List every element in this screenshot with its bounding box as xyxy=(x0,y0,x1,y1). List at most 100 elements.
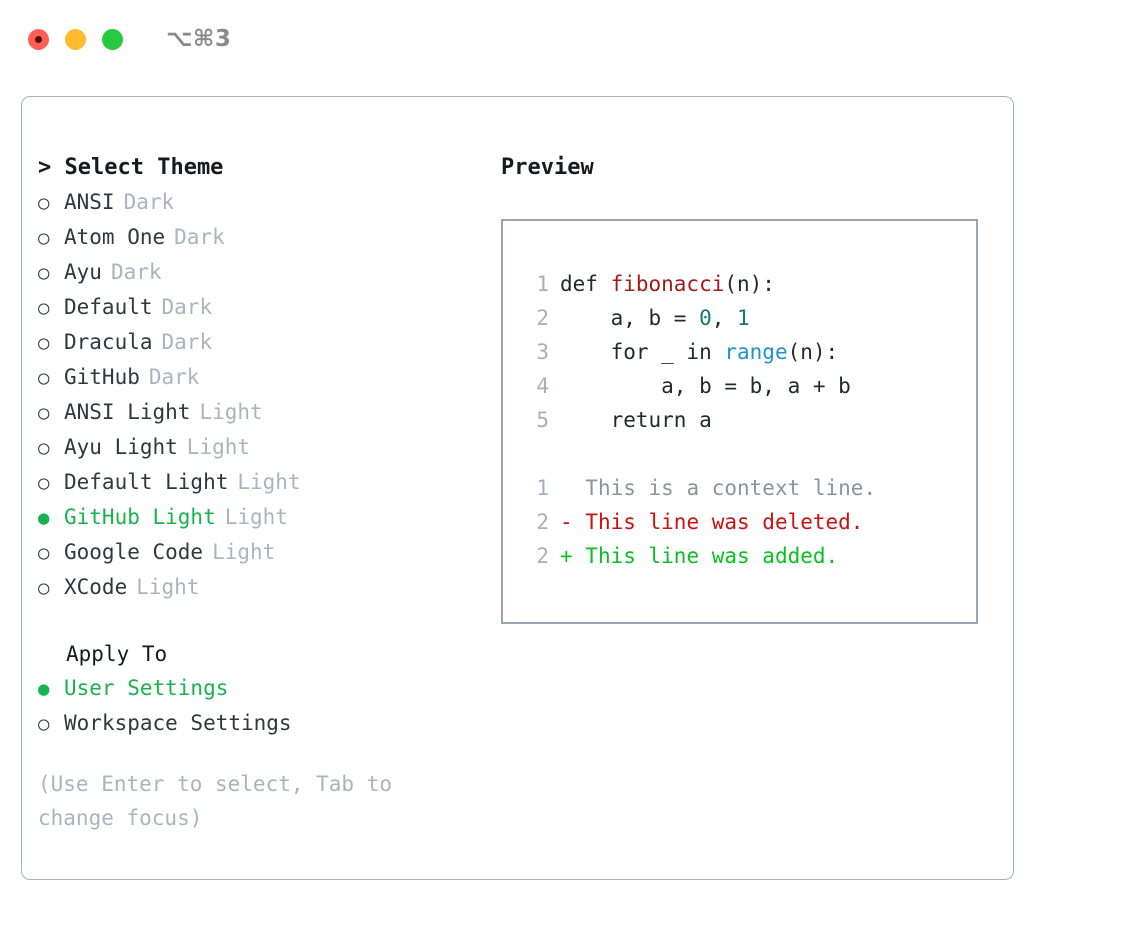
diff-line-del: 2- This line was deleted. xyxy=(525,505,976,539)
code-token-plain: (n): xyxy=(724,272,775,296)
theme-option-ansi[interactable]: ○ ANSI Dark xyxy=(38,185,468,220)
diff-sign: - xyxy=(560,510,573,534)
code-token-num: 1 xyxy=(737,306,750,330)
theme-variant-badge: Light xyxy=(237,470,301,494)
radio-unselected-icon: ○ xyxy=(38,402,50,424)
section-spacer xyxy=(38,605,468,637)
radio-unselected-icon: ○ xyxy=(38,227,50,249)
code-token-fn: fibonacci xyxy=(610,272,725,296)
theme-option-label: Default xyxy=(64,295,153,319)
diff-sign xyxy=(560,471,573,505)
theme-option-label: GitHub Light xyxy=(64,505,216,529)
apply-to-option-user-settings[interactable]: ●User Settings xyxy=(38,671,468,706)
code-line-content: a, b = 0, 1 xyxy=(560,301,750,335)
code-line-content: a, b = b, a + b xyxy=(560,369,851,403)
code-line: 4 a, b = b, a + b xyxy=(525,369,976,403)
theme-variant-badge: Dark xyxy=(161,295,213,319)
radio-unselected-icon: ○ xyxy=(38,713,50,735)
close-button-icon[interactable] xyxy=(28,28,49,50)
radio-unselected-icon: ○ xyxy=(38,262,50,284)
theme-variant-badge: Dark xyxy=(161,330,213,354)
theme-option-default[interactable]: ○ Default Dark xyxy=(38,290,468,325)
theme-option-label: Atom One xyxy=(64,225,166,249)
radio-unselected-icon: ○ xyxy=(38,332,50,354)
theme-option-label: Google Code xyxy=(64,540,204,564)
diff-sample: 1 This is a context line.2- This line wa… xyxy=(525,471,976,573)
radio-unselected-icon: ○ xyxy=(38,472,50,494)
code-token-plain: a, b = b, a + b xyxy=(560,374,851,398)
theme-option-github-light[interactable]: ● GitHub Light Light xyxy=(38,500,468,535)
theme-option-label: Ayu Light xyxy=(64,435,178,459)
keyboard-hint-text: (Use Enter to select, Tab to change focu… xyxy=(38,772,393,830)
radio-unselected-icon: ○ xyxy=(38,542,50,564)
line-number: 2 xyxy=(536,544,549,568)
theme-variant-badge: Light xyxy=(224,505,288,529)
radio-unselected-icon: ○ xyxy=(38,297,50,319)
minimize-button-icon[interactable] xyxy=(65,28,86,50)
apply-to-heading: Apply To xyxy=(66,642,168,666)
keyboard-shortcut-label: ⌥⌘3 xyxy=(166,26,232,52)
line-number: 2 xyxy=(536,510,549,534)
theme-variant-badge: Dark xyxy=(174,225,225,249)
theme-option-google-code[interactable]: ○ Google Code Light xyxy=(38,535,468,570)
code-line: 2 a, b = 0, 1 xyxy=(525,301,976,335)
code-line-content: def fibonacci(n): xyxy=(560,267,775,301)
apply-to-option-label: Workspace Settings xyxy=(64,711,292,735)
theme-variant-badge: Dark xyxy=(110,260,162,284)
line-number: 4 xyxy=(536,374,549,398)
radio-unselected-icon: ○ xyxy=(38,437,50,459)
code-token-plain: for _ in xyxy=(560,340,725,364)
theme-variant-badge: Light xyxy=(212,540,276,564)
theme-option-ayu-light[interactable]: ○ Ayu Light Light xyxy=(38,430,468,465)
theme-variant-badge: Light xyxy=(186,435,251,459)
line-number: 3 xyxy=(536,340,549,364)
theme-option-default-light[interactable]: ○ Default Light Light xyxy=(38,465,468,500)
code-token-num: 0 xyxy=(699,306,712,330)
line-number: 1 xyxy=(536,272,549,296)
line-number: 2 xyxy=(536,306,549,330)
theme-option-label: ANSI xyxy=(64,190,115,214)
theme-option-atom-one[interactable]: ○ Atom One Dark xyxy=(38,220,468,255)
radio-unselected-icon: ○ xyxy=(38,192,50,214)
radio-unselected-icon: ○ xyxy=(38,367,50,389)
line-number: 1 xyxy=(536,476,549,500)
title-bar: ⌥⌘3 xyxy=(0,0,1140,78)
theme-option-label: Default Light xyxy=(64,470,229,494)
code-token-call: range xyxy=(724,340,788,364)
code-token-plain: (n): xyxy=(787,340,839,364)
code-line-content: for _ in range(n): xyxy=(560,335,839,369)
code-line: 5 return a xyxy=(525,403,976,437)
theme-option-label: GitHub xyxy=(64,365,140,389)
code-line-content: return a xyxy=(560,403,712,437)
diff-line-content: This line was added. xyxy=(572,544,839,568)
code-line: 1 def fibonacci(n): xyxy=(525,267,976,301)
line-number: 5 xyxy=(536,408,549,432)
theme-option-ansi-light[interactable]: ○ ANSI Light Light xyxy=(38,395,468,430)
maximize-button-icon[interactable] xyxy=(102,28,123,50)
diff-sign: + xyxy=(560,544,573,568)
theme-variant-badge: Light xyxy=(199,400,263,424)
diff-line-ctx: 1 This is a context line. xyxy=(525,471,976,505)
theme-option-github[interactable]: ○ GitHub Dark xyxy=(38,360,468,395)
diff-line-content: This is a context line. xyxy=(572,476,877,500)
apply-to-option-workspace-settings[interactable]: ○ Workspace Settings xyxy=(38,706,468,741)
select-theme-heading: > Select Theme xyxy=(38,155,224,180)
theme-option-label: ANSI Light xyxy=(64,400,191,424)
preview-heading: Preview xyxy=(501,155,594,180)
theme-variant-badge: Dark xyxy=(148,365,200,389)
code-token-plain: def xyxy=(560,272,611,296)
theme-variant-badge: Dark xyxy=(123,190,175,214)
diff-line-add: 2 + This line was added. xyxy=(525,539,976,573)
theme-option-label: XCode xyxy=(64,575,128,599)
radio-unselected-icon: ○ xyxy=(38,577,50,599)
apply-to-list: ●User Settings ○ Workspace Settings xyxy=(38,671,468,741)
radio-selected-icon: ● xyxy=(38,507,50,529)
code-diff-separator xyxy=(525,437,976,471)
